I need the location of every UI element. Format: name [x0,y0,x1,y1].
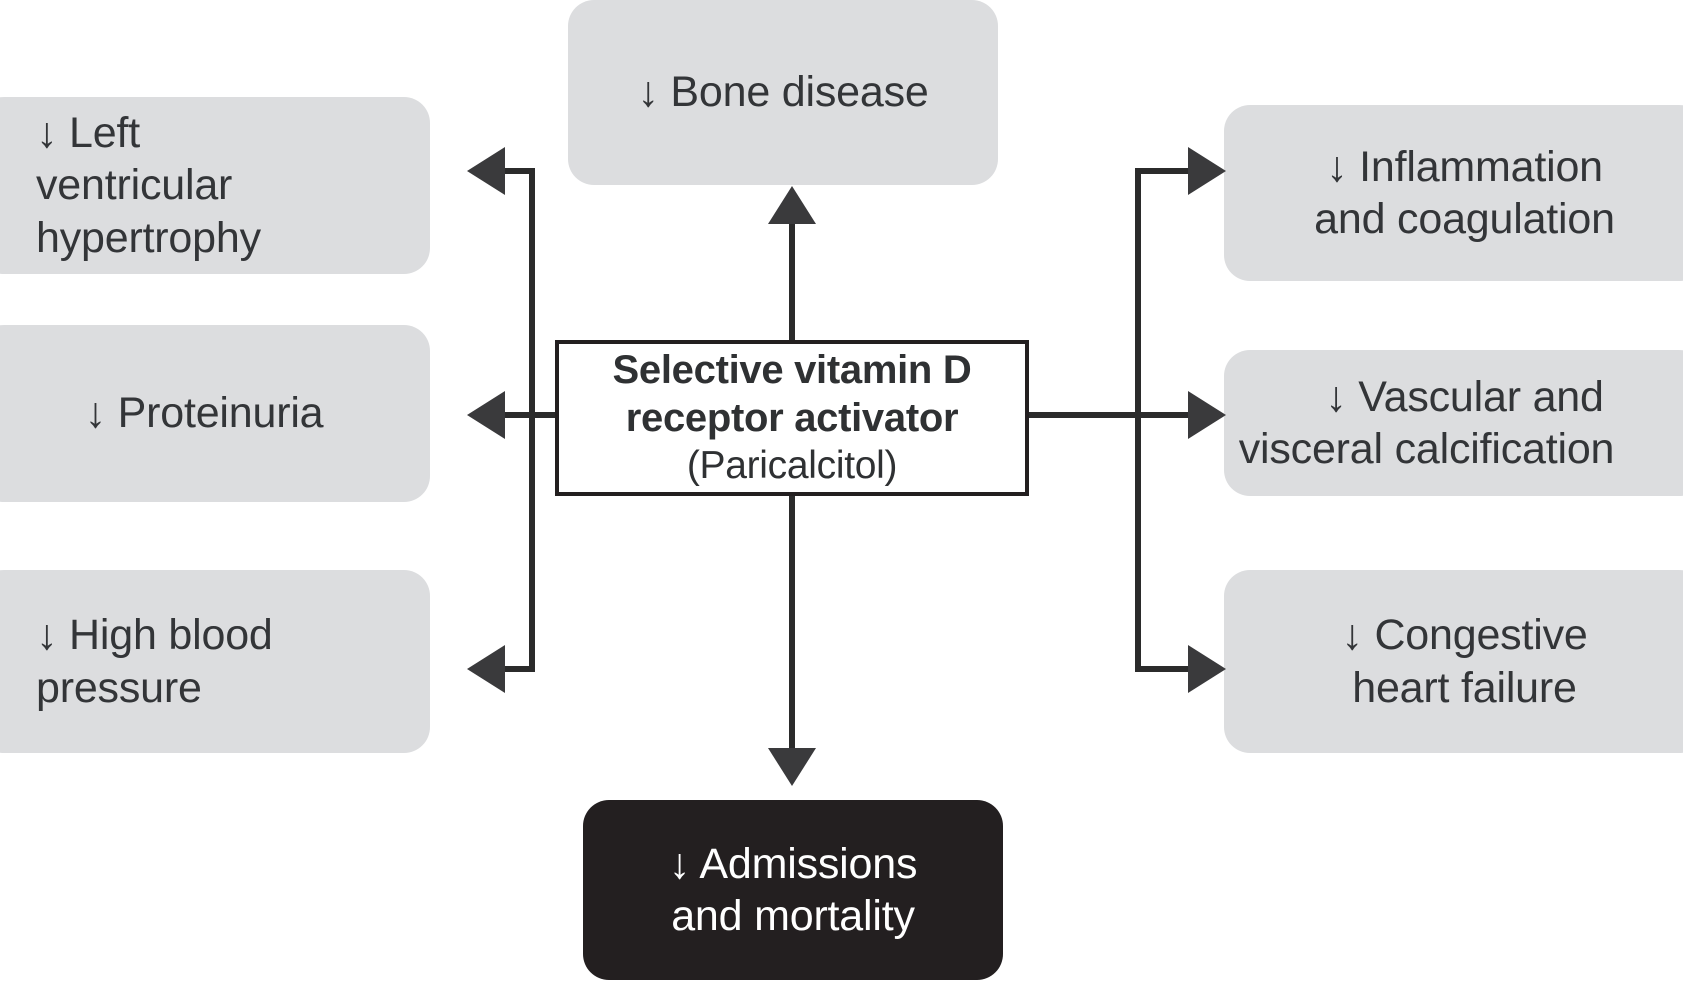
up-arrow-line [789,222,795,368]
node-left-ventricular-hypertrophy-line-3: hypertrophy [36,213,261,262]
node-vascular-and-visceral-calcification[interactable]: ↓ Vascular and visceral calcification [1224,350,1683,496]
central-subtitle-drug-name: (Paricalcitol) [686,443,898,487]
right-arrow-line-3 [1138,666,1190,672]
left-arrowhead-1 [467,147,505,195]
central-title-line-1: Selective vitamin D [612,347,972,392]
node-congestive-heart-failure-line-1: ↓ Congestive [1341,611,1588,660]
node-high-blood-pressure-line-2: pressure [36,663,202,712]
left-arrow-line-1 [505,168,533,174]
node-vascular-and-visceral-calcification-line-1: ↓ Vascular and [1325,372,1604,421]
central-title-line-2: receptor activator [625,395,959,440]
node-central-selective-vitamin-d-receptor-activator[interactable]: Selective vitamin D receptor activator (… [555,340,1029,496]
node-vascular-and-visceral-calcification-line-2: visceral calcification [1238,425,1615,473]
node-bone-disease-line-1: ↓ Bone disease [637,68,929,117]
right-arrowhead-3 [1188,645,1226,693]
node-congestive-heart-failure-line-2: heart failure [1352,663,1577,712]
right-bus-vertical-line [1135,168,1141,672]
node-high-blood-pressure[interactable]: ↓ High blood pressure [0,570,430,753]
node-bone-disease[interactable]: ↓ Bone disease [568,0,998,185]
node-left-ventricular-hypertrophy-line-2: ventricular [36,161,233,210]
node-inflammation-and-coagulation[interactable]: ↓ Inflammation and coagulation [1224,105,1683,281]
node-inflammation-and-coagulation-line-2: and coagulation [1314,195,1615,243]
node-admissions-and-mortality-line-1: ↓ Admissions [668,839,918,888]
right-arrow-line-1 [1138,168,1190,174]
left-bus-vertical-line [529,168,535,672]
node-proteinuria-line-1: ↓ Proteinuria [84,389,324,438]
node-left-ventricular-hypertrophy-line-1: ↓ Left [36,108,140,157]
left-arrow-line-3 [505,666,533,672]
right-arrowhead-2 [1188,391,1226,439]
left-arrow-line-2 [505,412,561,418]
down-arrowhead [768,748,816,786]
right-arrowhead-1 [1188,147,1226,195]
node-admissions-and-mortality-line-2: and mortality [671,892,915,940]
node-left-ventricular-hypertrophy[interactable]: ↓ Left ventricular hypertrophy [0,97,430,274]
node-high-blood-pressure-line-1: ↓ High blood [36,611,273,660]
node-inflammation-and-coagulation-line-1: ↓ Inflammation [1326,142,1603,191]
node-proteinuria[interactable]: ↓ Proteinuria [0,325,430,502]
left-arrowhead-3 [467,645,505,693]
left-arrowhead-2 [467,391,505,439]
up-arrowhead [768,186,816,224]
down-arrow-line [789,492,795,752]
node-congestive-heart-failure[interactable]: ↓ Congestive heart failure [1224,570,1683,753]
right-arrow-line-2 [1024,412,1190,418]
node-admissions-and-mortality[interactable]: ↓ Admissions and mortality [583,800,1003,980]
